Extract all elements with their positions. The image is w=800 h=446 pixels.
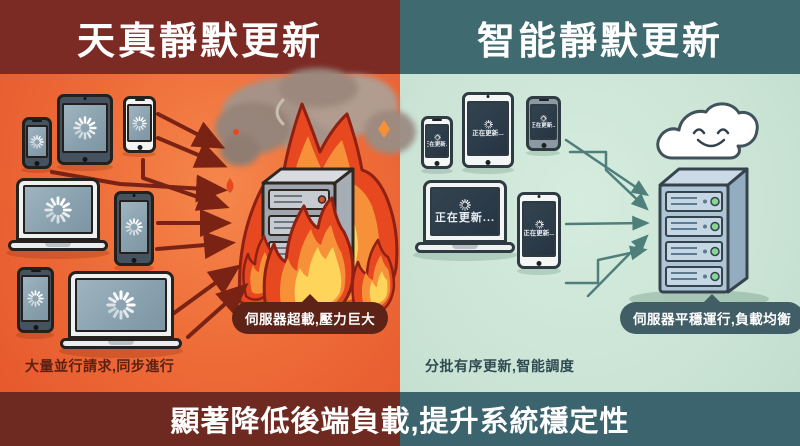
smart-update-arrows	[564, 138, 650, 298]
screen-status-text: 正在更新...	[530, 122, 557, 129]
device-screen: 正在更新...	[522, 201, 556, 257]
request-arrow	[50, 170, 228, 203]
device-screen	[62, 103, 108, 153]
healthy-server-label: 伺服器平穩運行,負載均衡	[620, 302, 800, 334]
loading-spinner-icon	[484, 120, 493, 129]
loading-spinner-icon	[535, 220, 544, 229]
request-arrow	[155, 231, 236, 260]
overloaded-server-label: 伺服器超載,壓力巨大	[232, 302, 389, 334]
loading-spinner-icon	[30, 135, 44, 149]
request-arrow	[141, 158, 230, 211]
device-screen	[127, 104, 152, 142]
device-phone-dark-2	[17, 267, 54, 333]
device-screen	[119, 200, 149, 254]
naive-caption: 大量並行請求,同步進行	[25, 358, 175, 374]
request-arrow	[156, 112, 226, 149]
request-arrow	[186, 283, 249, 339]
device-phone-dark-1	[22, 117, 52, 169]
device-laptop-2	[60, 271, 182, 349]
device-screen: 正在更新...	[530, 104, 557, 140]
smart-header-title: 智能靜默更新	[476, 20, 723, 63]
smart-header: 智能靜默更新	[400, 0, 800, 74]
loading-spinner-icon	[540, 115, 547, 122]
screen-status-text: 正在更新...	[523, 230, 555, 238]
device-screen: 正在更新...	[425, 124, 449, 158]
screen-status-text: 正在更新...	[434, 212, 496, 224]
request-arrow	[168, 264, 241, 318]
device-screen	[21, 275, 50, 322]
server-healthy	[658, 167, 749, 294]
loading-spinner-icon	[73, 116, 97, 140]
screen-status-text: 正在更新...	[425, 141, 449, 148]
loading-spinner-icon	[125, 218, 143, 236]
update-arrow	[586, 234, 649, 298]
naive-header: 天真靜默更新	[0, 0, 400, 74]
loading-spinner-icon	[27, 290, 44, 307]
footer-banner-left-bg	[0, 392, 400, 446]
device-tablet-updating-2: 正在更新...	[517, 192, 561, 269]
update-arrow	[564, 245, 648, 285]
device-screen: 正在更新...	[467, 101, 509, 156]
device-phone-updating-2: 正在更新...	[526, 96, 561, 151]
screen-status-text: 正在更新...	[472, 129, 504, 137]
request-arrow	[156, 136, 228, 168]
server-slots	[665, 191, 723, 287]
fire-front-icon	[242, 196, 396, 325]
device-screen: 正在更新...	[430, 187, 500, 236]
device-screen	[23, 185, 93, 234]
loading-spinner-icon	[132, 116, 147, 131]
loading-spinner-icon	[459, 199, 471, 211]
naive-header-title: 天真靜默更新	[76, 20, 323, 63]
device-phone-updating-1: 正在更新...	[421, 116, 453, 169]
happy-cloud-icon	[656, 102, 759, 160]
footer-banner: 顯著降低後端負載,提升系統穩定性	[0, 392, 800, 446]
device-tablet-updating-1: 正在更新...	[462, 92, 514, 168]
loading-spinner-icon	[106, 290, 136, 320]
device-screen	[26, 125, 48, 158]
update-arrow	[564, 215, 650, 231]
device-phone-white-1	[123, 96, 156, 153]
loading-spinner-icon	[434, 134, 441, 141]
smart-caption: 分批有序更新,智能調度	[425, 358, 575, 374]
device-laptop-1	[8, 178, 108, 251]
update-arrow	[568, 150, 649, 211]
naive-request-arrows	[50, 112, 249, 339]
device-tablet-dark-2	[114, 191, 154, 266]
device-tablet-dark-1	[57, 94, 113, 165]
footer-banner-text: 顯著降低後端負載,提升系統穩定性	[170, 406, 630, 438]
device-laptop-updating: 正在更新...	[415, 180, 515, 253]
footer-banner-right-bg	[400, 392, 800, 446]
device-screen	[75, 278, 167, 332]
loading-spinner-icon	[44, 196, 72, 224]
